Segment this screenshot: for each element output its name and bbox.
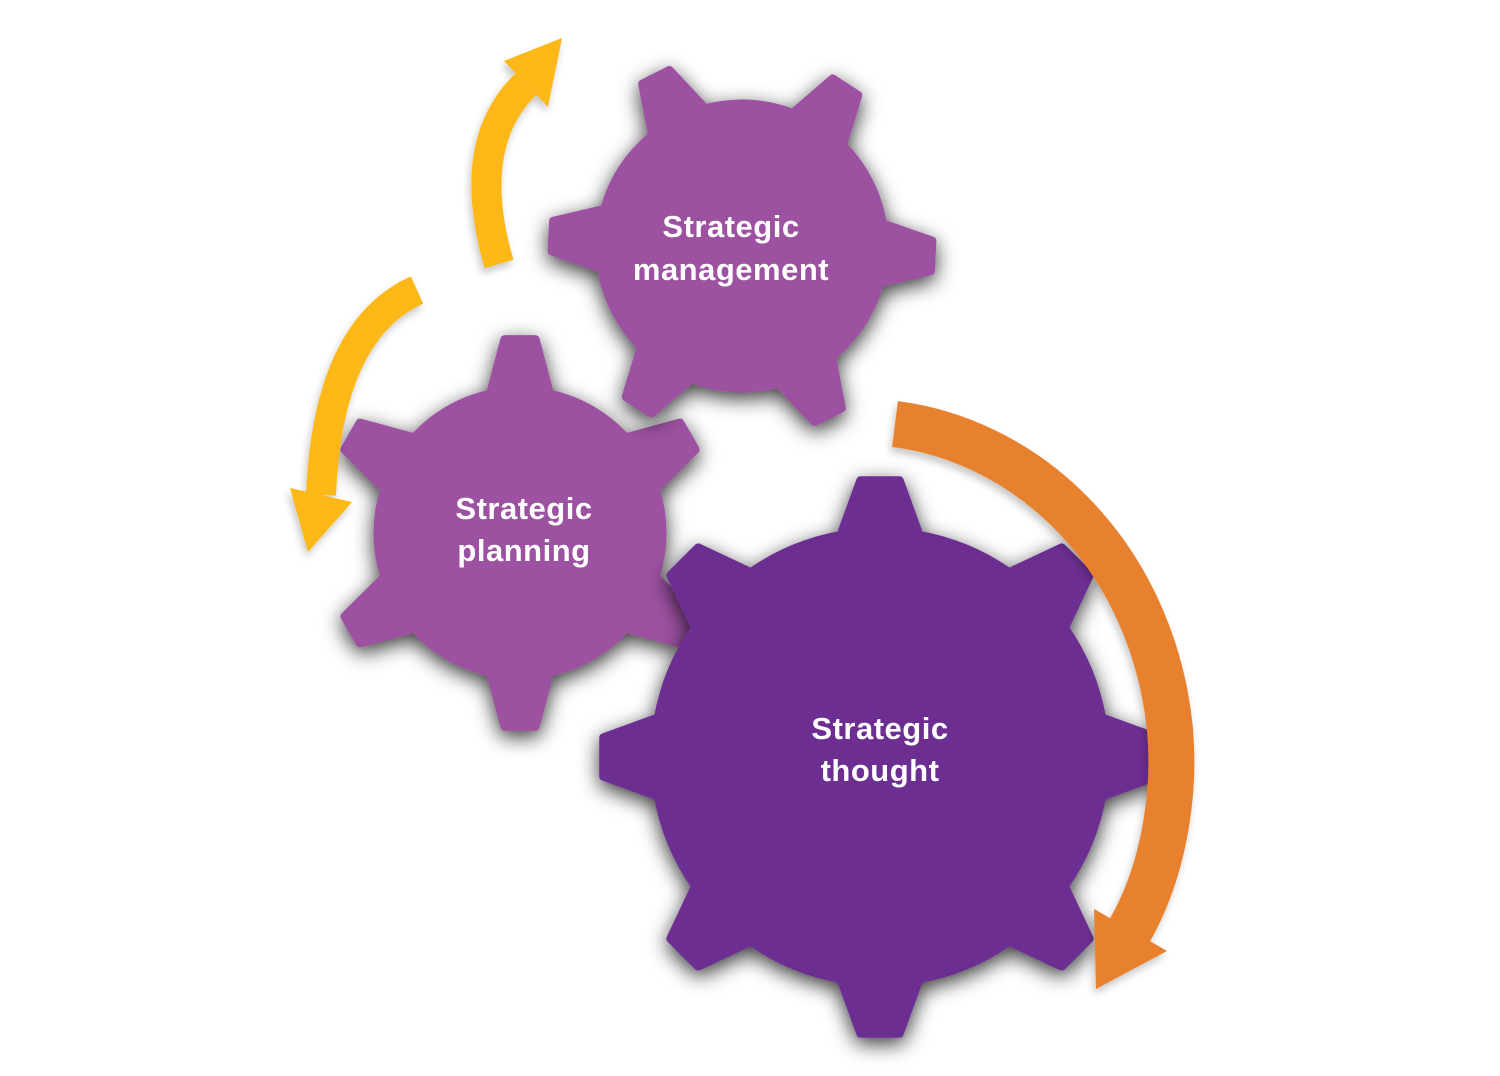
gear-strategic-management: Strategic management [547,66,937,426]
gear-strategic-planning-label-line2: planning [457,533,590,568]
gear-strategic-thought-label-line1: Strategic [811,711,948,746]
gear-strategic-planning: Strategic planning [340,335,700,731]
curved-arrow-top-band [471,73,537,269]
curved-arrow-top [471,38,562,269]
curved-arrow-right-band [891,401,1195,942]
gear-strategic-management-label-line1: Strategic [662,209,799,244]
gear-strategic-thought: Strategic thought [599,476,1161,1038]
curved-arrow-top-head-icon [504,38,562,107]
gear-strategic-thought-shape [599,476,1161,1038]
curved-arrow-left [290,276,424,552]
curved-arrow-left-head-icon [290,488,352,552]
gear-strategic-planning-label-line1: Strategic [455,491,592,526]
gear-strategic-thought-label-line2: thought [821,753,940,788]
curved-arrow-right [891,401,1195,989]
gear-strategic-management-shape [547,66,937,426]
gear-strategic-planning-shape [340,335,700,731]
gear-strategic-management-label-line2: management [633,252,829,287]
curved-arrow-right-head-icon [1094,909,1167,989]
curved-arrow-left-band [306,276,424,496]
